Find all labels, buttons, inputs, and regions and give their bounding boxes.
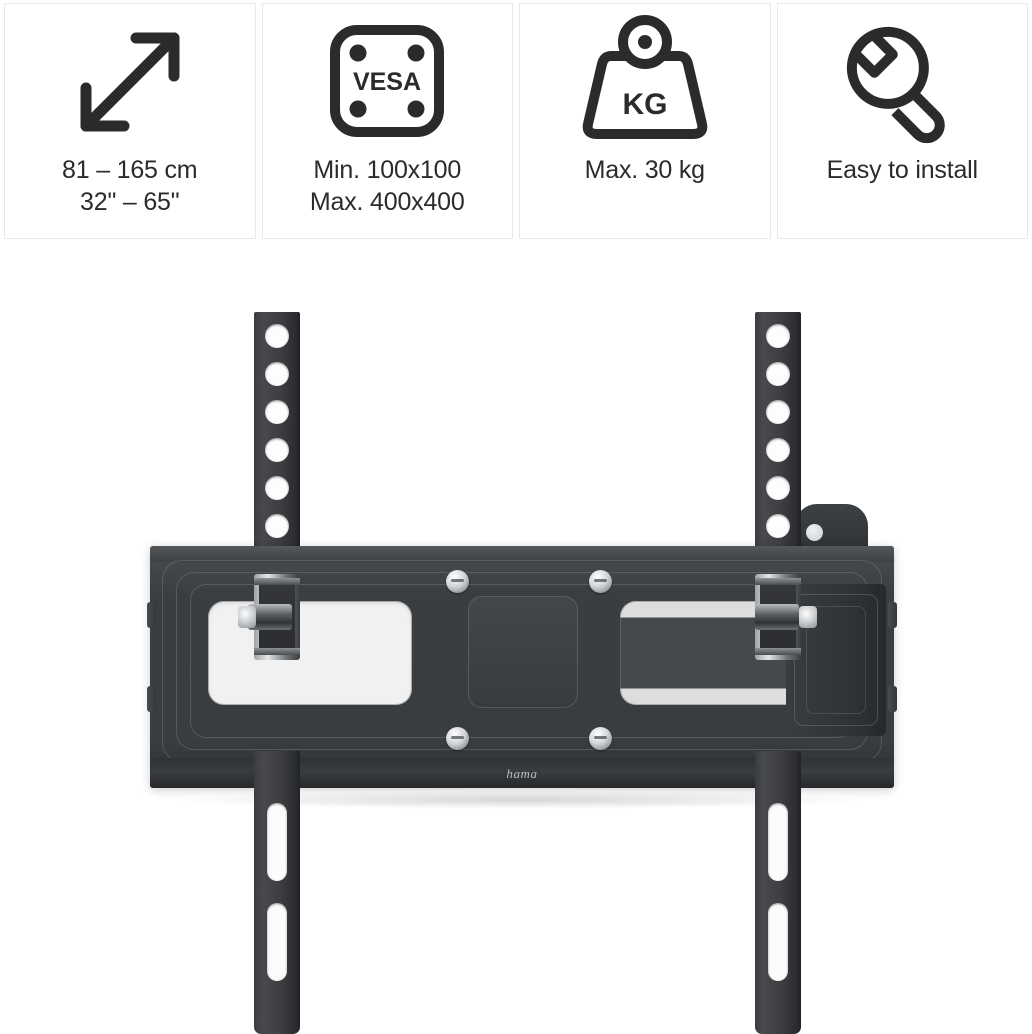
- badge-line-1: Max. 30 kg: [584, 156, 705, 184]
- rear-extension-tab: [795, 504, 868, 550]
- tension-knob-right: [755, 604, 799, 630]
- badge-easy-install: Easy to install: [776, 3, 1028, 239]
- kg-icon-label: KG: [622, 88, 667, 121]
- arm-hole: [265, 400, 289, 424]
- weight-kg-icon: KG: [520, 10, 770, 154]
- badge-vesa: VESA Min. 100x100 Max. 400x400: [261, 3, 513, 239]
- badge-vesa-text: Min. 100x100 Max. 400x400: [310, 154, 465, 218]
- plate-side-lug: [147, 602, 156, 628]
- arm-slot: [267, 803, 287, 881]
- badge-screen-size-text: 81 – 165 cm 32" – 65": [62, 154, 198, 218]
- rear-tab-hole: [806, 524, 823, 541]
- clamp-bar: [755, 648, 801, 655]
- clamp-bar: [254, 578, 300, 585]
- arm-hole: [766, 438, 790, 462]
- plate-side-lug: [888, 602, 897, 628]
- wrench-icon: [778, 10, 1028, 154]
- plate-bolt: [589, 727, 612, 750]
- vesa-icon-label: VESA: [353, 68, 421, 96]
- product-shadow: [170, 791, 870, 809]
- clamp-bar: [755, 578, 801, 585]
- arm-hole: [766, 400, 790, 424]
- vertical-arm-right-lower: [755, 751, 801, 1034]
- arm-clamp-right: [747, 574, 817, 660]
- plate-side-lug: [147, 686, 156, 712]
- arm-clamp-left: [238, 574, 308, 660]
- badge-line-1: Easy to install: [826, 156, 978, 184]
- badge-line-1: 81 – 165 cm: [62, 156, 198, 184]
- plate-bolt: [589, 570, 612, 593]
- vesa-plate-icon: VESA: [263, 10, 513, 154]
- arm-hole: [766, 324, 790, 348]
- arm-slot: [768, 903, 788, 981]
- tilt-block-ring-outer: [794, 594, 878, 726]
- diagonal-arrow-icon: [5, 10, 255, 154]
- arm-hole: [766, 362, 790, 386]
- plate-bolt: [446, 727, 469, 750]
- plate-center-pad: [468, 596, 578, 708]
- badge-easy-install-text: Easy to install: [827, 154, 978, 186]
- arm-hole: [265, 324, 289, 348]
- tv-wall-mount-product: hama: [0, 239, 1032, 1034]
- badge-max-weight-text: Max. 30 kg: [585, 154, 705, 186]
- arm-slot: [768, 803, 788, 881]
- arm-slot: [267, 903, 287, 981]
- badge-screen-size: 81 – 165 cm 32" – 65": [4, 3, 256, 239]
- badge-max-weight: KG Max. 30 kg: [519, 3, 771, 239]
- tension-knob-cap-left: [238, 606, 256, 628]
- plate-bolt: [446, 570, 469, 593]
- arm-hole: [265, 438, 289, 462]
- tension-knob-cap-right: [799, 606, 817, 628]
- arm-hole: [766, 514, 790, 538]
- arm-hole: [265, 362, 289, 386]
- badge-line-2: Max. 400x400: [309, 188, 465, 216]
- vertical-arm-left-lower: [254, 751, 300, 1034]
- feature-badge-row: 81 – 165 cm 32" – 65" VESA Min. 100x100 …: [4, 3, 1028, 239]
- plate-top-edge: [150, 546, 894, 562]
- badge-line-1: Min. 100x100: [313, 156, 462, 184]
- tilt-block-ring-inner: [806, 606, 866, 714]
- brand-logo-hama: hama: [506, 766, 538, 781]
- arm-hole: [766, 476, 790, 500]
- plate-side-lug: [888, 686, 897, 712]
- clamp-bar: [254, 648, 300, 655]
- arm-hole: [265, 476, 289, 500]
- badge-line-2: 32" – 65": [80, 188, 180, 216]
- arm-hole: [265, 514, 289, 538]
